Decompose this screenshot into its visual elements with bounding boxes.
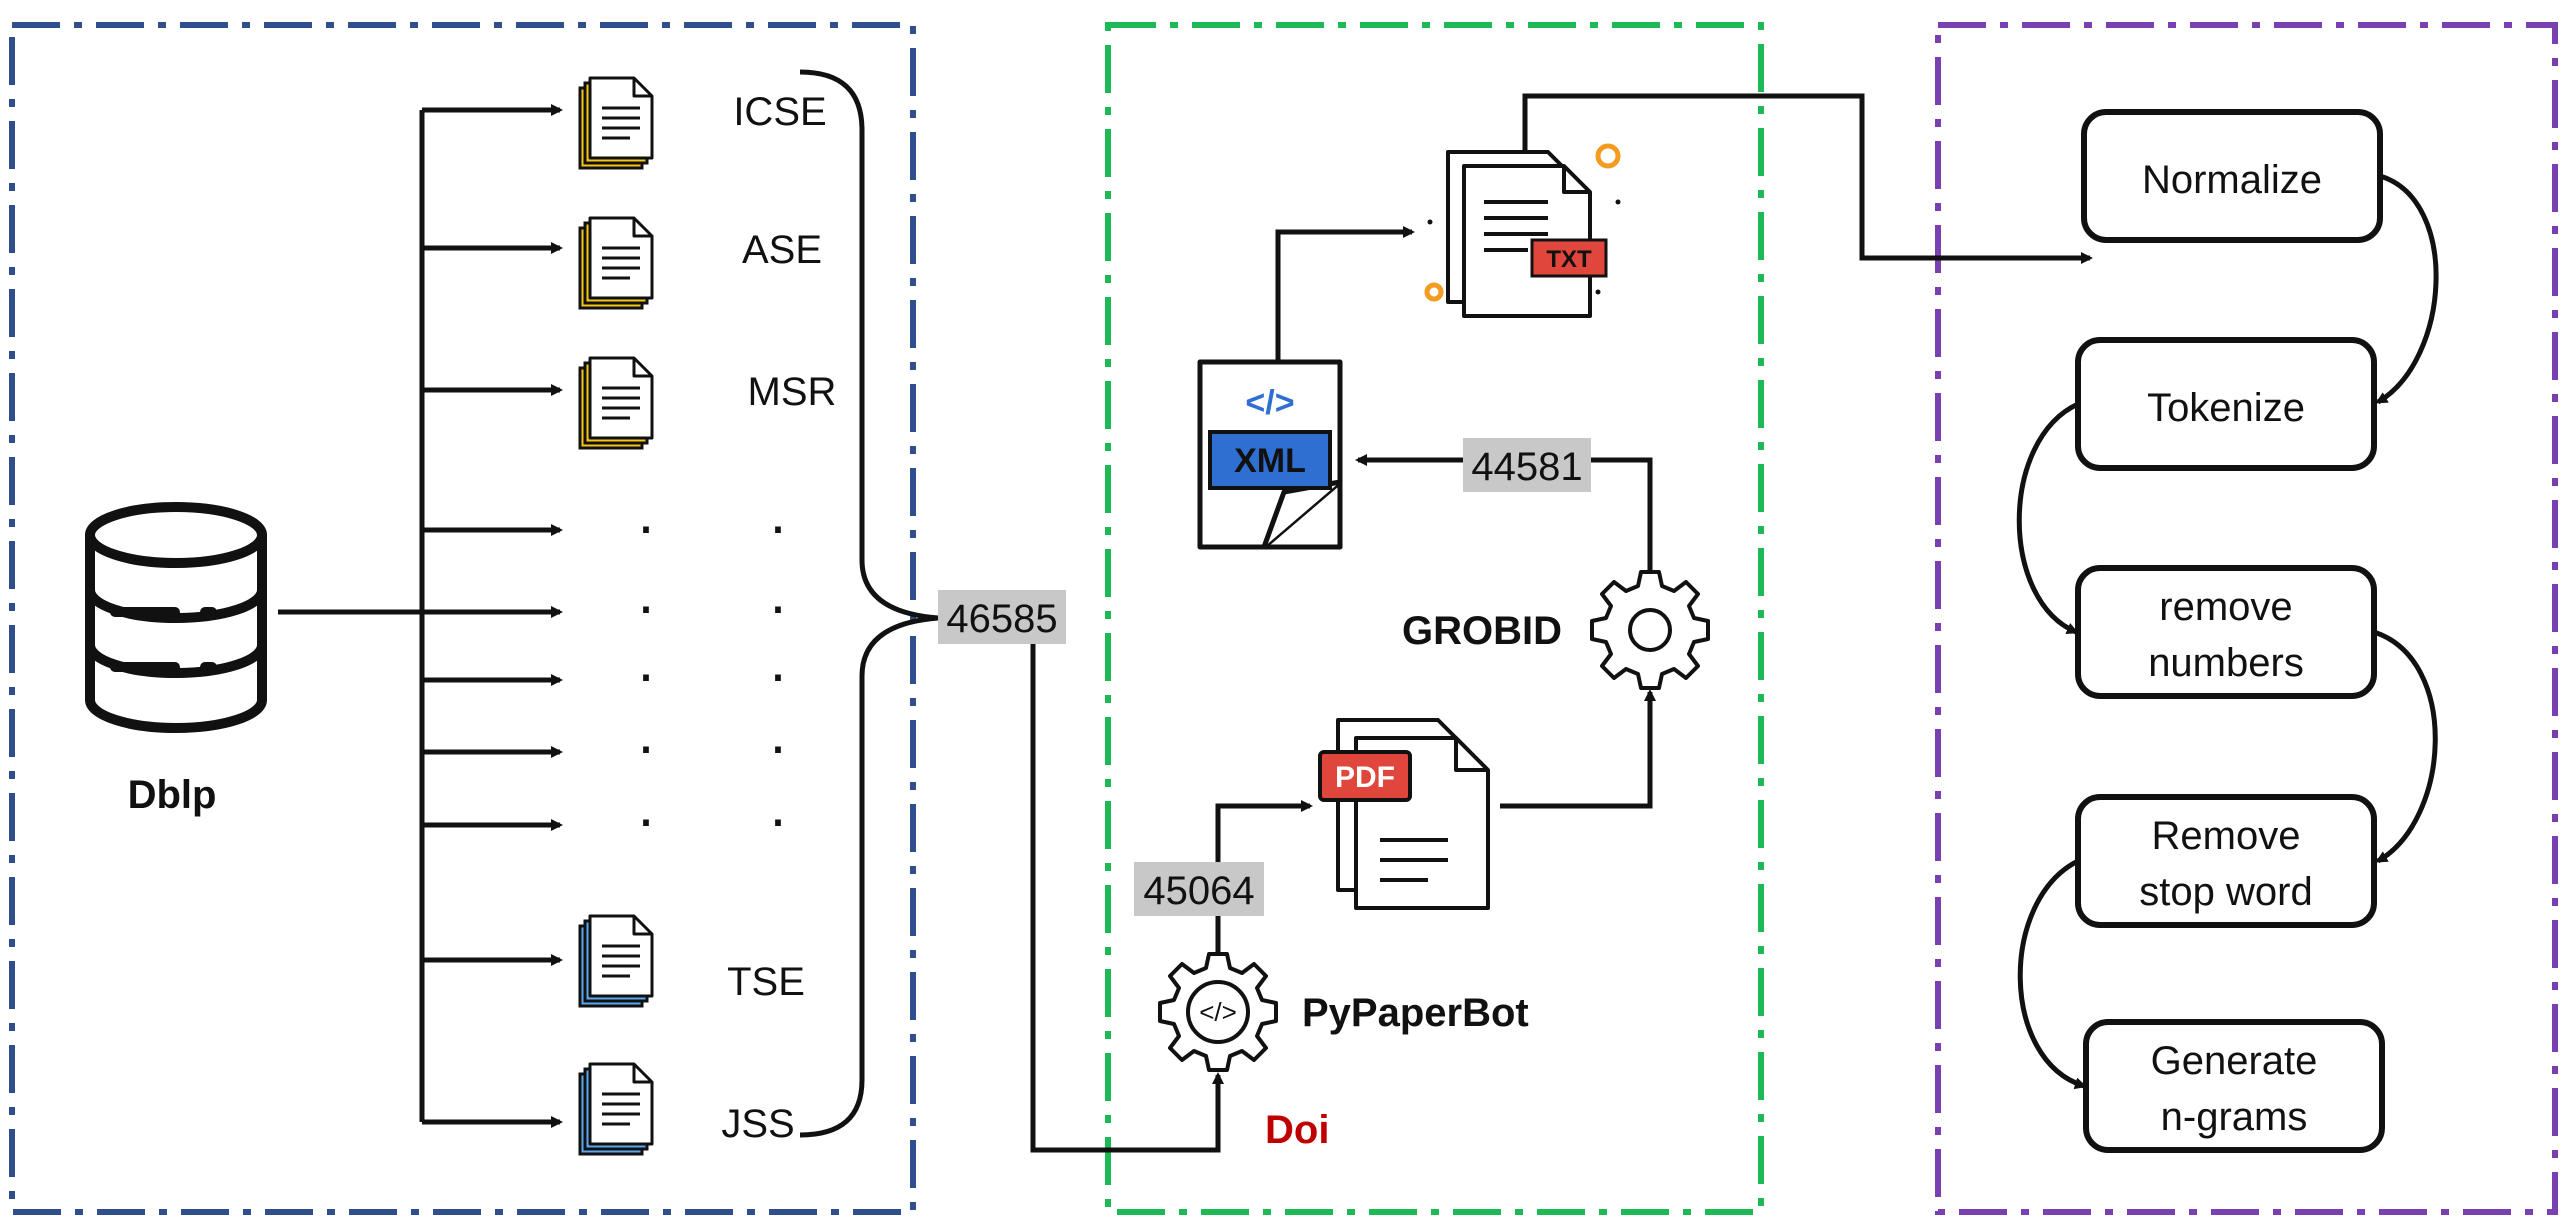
venue-label: TSE [727, 960, 805, 1004]
step-box: remove numbers [2075, 565, 2377, 699]
svg-text:Remove: Remove [2152, 814, 2301, 858]
txt-badge: TXT [1546, 246, 1592, 273]
xml-file-icon: XML </> [1197, 359, 1343, 550]
svg-text:Generate: Generate [2151, 1039, 2318, 1083]
svg-text:·: · [768, 785, 788, 852]
svg-text:stop word: stop word [2139, 870, 2312, 914]
count-badge-bg [1463, 438, 1591, 492]
venue-label: ASE [742, 228, 822, 272]
venue-label: JSS [721, 1102, 794, 1146]
doc-stack-icon [578, 914, 654, 1008]
txt-file-icon: TXT [1424, 143, 1621, 318]
step-box: Normalize [2081, 109, 2383, 243]
count-collected: 46585 [946, 597, 1057, 641]
doc-stack-icon [578, 76, 654, 170]
step-box: Tokenize [2075, 337, 2377, 471]
code-glyph: </> [1199, 997, 1237, 1027]
svg-text:·: · [636, 492, 656, 559]
svg-text:numbers: numbers [2148, 641, 2304, 685]
count-badge-bg [1134, 862, 1264, 916]
count-badge-bg [938, 590, 1066, 644]
step-connectors [2016, 173, 2439, 1090]
pdf-badge: PDF [1335, 761, 1395, 794]
database-icon [85, 502, 267, 733]
svg-text:·: · [636, 572, 656, 639]
downloader-label: PyPaperBot [1302, 991, 1529, 1035]
ellipsis-dots: · · · · · · · · · · [636, 492, 788, 852]
svg-text:Tokenize: Tokenize [2147, 386, 2305, 430]
svg-text:remove: remove [2159, 585, 2292, 629]
step-box: Remove stop word [2075, 794, 2377, 928]
pdf-file-icon: PDF [1318, 718, 1490, 910]
xml-badge: XML [1234, 442, 1306, 480]
panel-collection [9, 22, 916, 1215]
doc-stack-icon [578, 216, 654, 310]
xml-code-glyph: </> [1245, 384, 1294, 422]
svg-text:·: · [636, 712, 656, 779]
flow-to-xml [1355, 454, 1653, 570]
doc-stack-icon [578, 1062, 654, 1156]
svg-text:·: · [636, 640, 656, 707]
step-box: Generate n-grams [2083, 1019, 2385, 1153]
svg-text:n-grams: n-grams [2161, 1095, 2308, 1139]
fanout-lines [278, 104, 563, 1128]
svg-text:·: · [636, 785, 656, 852]
source-label: Dblp [128, 773, 217, 817]
flow-to-txt [1275, 226, 1415, 362]
svg-text:Normalize: Normalize [2142, 158, 2322, 202]
panel-preprocessing [1935, 22, 2558, 1215]
downloader-gear-icon: </> [1158, 952, 1278, 1072]
count-parsed: 44581 [1471, 445, 1582, 489]
doi-label: Doi [1265, 1108, 1329, 1152]
svg-text:·: · [768, 492, 788, 559]
svg-text:·: · [768, 572, 788, 639]
flow-to-preprocessing [1522, 93, 2093, 264]
svg-text:·: · [768, 640, 788, 707]
venue-label: ICSE [733, 90, 826, 134]
svg-text:·: · [768, 712, 788, 779]
parser-gear-icon [1590, 570, 1710, 690]
flow-to-parser [1500, 689, 1656, 809]
doc-stack-icon [578, 356, 654, 450]
flow-to-downloader [1030, 644, 1224, 1153]
venue-label: MSR [748, 370, 837, 414]
parser-label: GROBID [1402, 609, 1562, 653]
panel-extraction [1105, 22, 1764, 1215]
count-downloaded: 45064 [1143, 869, 1254, 913]
